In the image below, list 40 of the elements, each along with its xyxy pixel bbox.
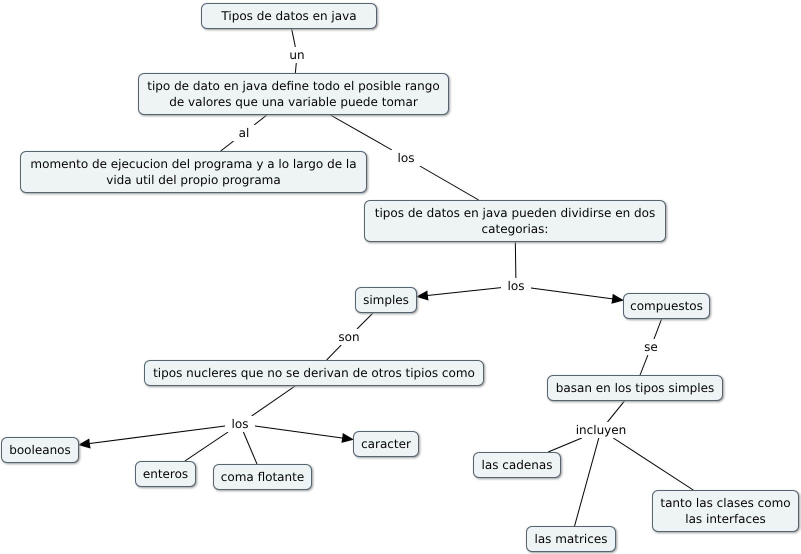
connector-line [220,140,234,152]
connector-line [254,114,268,126]
connector-line [294,62,297,74]
connector-line [330,114,392,150]
connector-line [612,438,694,490]
connector-line [606,400,625,422]
concept-box: compuestos [623,293,710,319]
linking-phrase: al [232,125,256,141]
concept-box: Tipos de datos en java [201,3,377,29]
concept-box: las cadenas [473,452,561,478]
connector-line [356,312,374,330]
connector-line [640,354,648,376]
connector-line [654,318,662,340]
connector-line [419,166,480,200]
concept-box: booleanos [1,437,79,463]
concept-box: tipos de datos en java pueden dividirse en dos categorias: [364,200,666,242]
linking-phrase: los [391,150,421,166]
concept-box: caracter [353,431,419,457]
concept-box: enteros [135,461,196,487]
arrow [254,426,354,443]
connector-line [548,438,582,452]
concept-box: momento de ejecucion del programa y a lo largo de la vida util del propio programa [20,151,367,193]
connector-line [291,28,296,48]
concept-box: las matrices [526,526,616,552]
concept-box: basan en los tipos simples [547,375,723,401]
arrow [78,425,226,448]
connector-line [251,386,296,416]
connector-line [326,344,342,360]
connector-line [184,432,229,462]
connector-line [242,432,258,464]
concept-box: simples [355,287,417,313]
arrow [530,288,624,304]
arrow [416,287,502,300]
concept-box: tipos nucleres que no se derivan de otros tipios como [144,360,484,386]
connector-line [514,242,516,278]
linking-phrase: los [225,416,255,432]
concept-box: tipo de dato en java define todo el posible rango de valores que una variable puede tomar [138,73,449,115]
concept-box: coma flotante [213,464,312,490]
connector-line [574,438,600,526]
concept-box: tanto las clases como las interfaces [652,490,799,532]
